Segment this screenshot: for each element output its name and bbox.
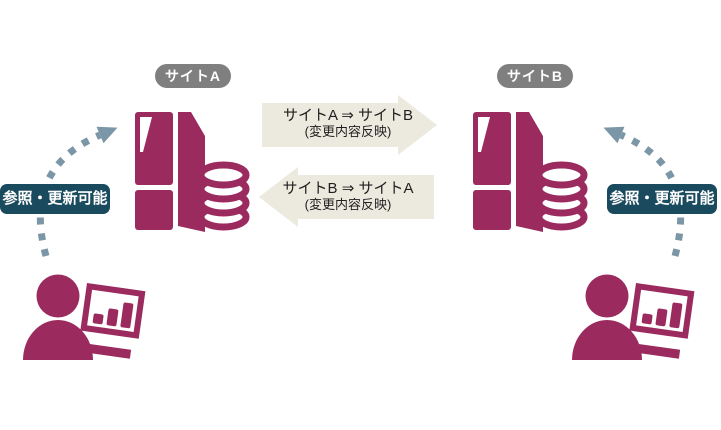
user-with-monitor-icon-a — [23, 274, 146, 360]
sync-b-to-a-subtitle: (変更内容反映) — [304, 197, 392, 212]
user-head — [36, 274, 80, 318]
server-with-database-icon-a — [135, 112, 250, 232]
sync-b-to-a-label: サイトB ⇒ サイトA (変更内容反映) — [262, 180, 434, 213]
sync-a-to-b-title: サイトA ⇒ サイトB — [282, 107, 414, 124]
dotted-arc-arrow-left — [36, 126, 118, 257]
sync-arrow-left-icon — [259, 167, 434, 227]
access-label-right: 参照・更新可能 — [607, 184, 717, 214]
user-body — [23, 320, 93, 360]
server-with-database-icon-b — [473, 112, 588, 232]
sync-a-to-b-subtitle: (変更内容反映) — [304, 124, 392, 139]
sync-b-to-a-title: サイトB ⇒ サイトA — [282, 180, 414, 197]
sync-arrow-right-icon — [262, 95, 437, 155]
user-with-monitor-icon-b — [572, 274, 695, 360]
dotted-arc-arrow-right — [603, 126, 685, 257]
monitor-chart-icon — [80, 283, 146, 359]
site-a-pill: サイトA — [155, 64, 231, 88]
arrowhead-icon — [96, 126, 118, 144]
access-label-left: 参照・更新可能 — [0, 184, 110, 214]
user-body — [572, 320, 642, 360]
sync-a-to-b-label: サイトA ⇒ サイトB (変更内容反映) — [262, 107, 434, 140]
arrowhead-icon — [603, 126, 625, 144]
monitor-chart-icon — [629, 283, 695, 359]
site-b-pill: サイトB — [497, 64, 573, 88]
user-head — [585, 274, 629, 318]
